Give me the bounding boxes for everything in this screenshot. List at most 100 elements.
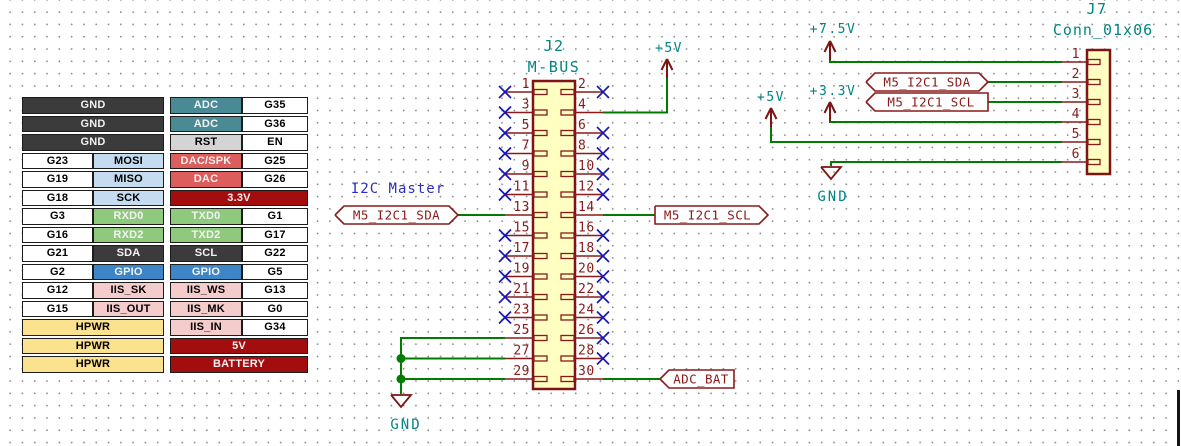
j2-pin-5[interactable]: 5 (498, 118, 548, 140)
window-edge (1177, 390, 1180, 446)
pinout-cell: MOSI (93, 152, 164, 169)
pin-number: 2 (578, 77, 586, 92)
pinout-cell: G3 (22, 208, 93, 225)
j7-pin-6[interactable]: 6 (1062, 147, 1101, 166)
j7-pin-3[interactable]: 3 (1062, 87, 1101, 106)
gnd-symbol-left[interactable]: GND (390, 394, 421, 433)
j2-pin-7[interactable]: 7 (498, 139, 548, 161)
pinout-cell: TXD2 (170, 226, 242, 243)
gnd-symbol-right[interactable]: GND (817, 166, 848, 205)
j2-pin-27[interactable]: 27 (505, 344, 548, 362)
pinout-cell: GPIO (93, 263, 164, 280)
net-label-scl-mid[interactable]: M5_I2C1_SCL (654, 205, 770, 225)
pinout-cell: G18 (22, 189, 93, 206)
j2-value: M-BUS (528, 58, 581, 76)
pin-number: 3 (1072, 87, 1080, 102)
j7-pin-5[interactable]: 5 (1062, 127, 1101, 146)
j2-pin-23[interactable]: 23 (498, 303, 548, 325)
j2-pin-16[interactable]: 16 (560, 221, 610, 243)
net-label-sda-right[interactable]: M5_I2C1_SDA (865, 72, 990, 92)
pin-number: 14 (578, 200, 595, 215)
j2-pin-28[interactable]: 28 (560, 344, 610, 366)
j2-pin-4[interactable]: 4 (560, 98, 603, 116)
pinout-cell: G15 (22, 300, 93, 317)
j2-pin-10[interactable]: 10 (560, 159, 610, 181)
pinout-cell: G1 (242, 208, 308, 225)
power-symbol-3v3[interactable]: +3.3V (810, 84, 857, 121)
pin-number: 16 (578, 221, 595, 236)
pinout-cell: IIS_IN (170, 319, 242, 336)
pin-number: 27 (513, 344, 530, 359)
graphic-text-i2c-master: I2C Master (351, 181, 444, 197)
net-label-scl-right[interactable]: M5_I2C1_SCL (865, 92, 989, 112)
j7-pin-4[interactable]: 4 (1062, 107, 1101, 126)
pin-number: 5 (522, 118, 530, 133)
j2-pin-22[interactable]: 22 (560, 282, 610, 304)
j2-pin-20[interactable]: 20 (560, 262, 610, 284)
j2-pin-2[interactable]: 2 (560, 77, 610, 99)
net-label-sda-left[interactable]: M5_I2C1_SDA (334, 205, 460, 225)
j2-pin-18[interactable]: 18 (560, 241, 610, 263)
pinout-cell: G5 (242, 263, 308, 280)
j2-pin-19[interactable]: 19 (498, 262, 548, 284)
j2-pin-24[interactable]: 24 (560, 303, 610, 325)
pin-number: 17 (513, 241, 530, 256)
pinout-cell: SDA (93, 245, 164, 262)
pinout-cell: G25 (242, 152, 308, 169)
pin-number: 2 (1072, 67, 1080, 82)
j2-pin-29[interactable]: 29 (505, 364, 548, 383)
j2-pin-11[interactable]: 11 (498, 180, 548, 202)
net-label-text: M5_I2C1_SCL (887, 95, 974, 110)
pinout-cell: G26 (242, 171, 308, 188)
power-label: GND (390, 417, 421, 433)
j7-pin-1[interactable]: 1 (1062, 47, 1101, 66)
pinout-cell: IIS_WS (170, 282, 242, 299)
pinout-cell: 5V (170, 337, 308, 354)
j2-pin-14[interactable]: 14 (560, 200, 603, 219)
j2-pin-26[interactable]: 26 (560, 323, 610, 345)
j2-pin-17[interactable]: 17 (498, 241, 548, 263)
pin-number: 7 (522, 139, 530, 154)
pin-number: 1 (522, 77, 530, 92)
j2-pin-8[interactable]: 8 (560, 139, 610, 161)
pinout-cell: GPIO (170, 263, 242, 280)
pinout-cell: IIS_MK (170, 300, 242, 317)
net-label-text: M5_I2C1_SDA (353, 208, 440, 223)
pin-number: 6 (1072, 147, 1080, 162)
pinout-cell: HPWR (22, 319, 164, 336)
j2-pin-25[interactable]: 25 (505, 323, 548, 342)
j2-pin-9[interactable]: 9 (498, 159, 548, 181)
pinout-cell: G12 (22, 282, 93, 299)
power-symbol-7v5[interactable]: +7.5V (810, 22, 857, 60)
j2-pin-3[interactable]: 3 (498, 98, 548, 120)
pinout-cell: GND (22, 134, 164, 151)
j2-pin-21[interactable]: 21 (498, 282, 548, 304)
pin-number: 6 (578, 118, 586, 133)
pinout-cell: SCL (170, 245, 242, 262)
pinout-cell: TXD0 (170, 208, 242, 225)
pinout-cell: ADC (170, 115, 242, 132)
power-symbol-5v-right[interactable]: +5V (757, 90, 785, 127)
pin-number: 1 (1072, 47, 1080, 62)
j7-pin-2[interactable]: 2 (1062, 67, 1101, 86)
pinout-cell: 3.3V (170, 189, 308, 206)
j2-pin-15[interactable]: 15 (498, 221, 548, 243)
j2-pin-30[interactable]: 30 (560, 364, 603, 383)
power-symbol-5v-top[interactable]: +5V (655, 41, 683, 78)
j2-pin-6[interactable]: 6 (560, 118, 610, 140)
net-label-adc-bat[interactable]: ADC_BAT (659, 369, 735, 389)
pin-number: 3 (522, 98, 530, 113)
pinout-cell: HPWR (22, 337, 164, 354)
j2-pin-1[interactable]: 1 (498, 77, 548, 99)
pin-number: 4 (578, 98, 586, 113)
pinout-cell: G13 (242, 282, 308, 299)
j2-pin-13[interactable]: 13 (505, 200, 548, 219)
j2-pin-12[interactable]: 12 (560, 180, 610, 202)
pinout-cell: DAC (170, 171, 242, 188)
pin-number: 25 (513, 323, 530, 338)
pin-number: 21 (513, 282, 530, 297)
pin-number: 5 (1072, 127, 1080, 142)
